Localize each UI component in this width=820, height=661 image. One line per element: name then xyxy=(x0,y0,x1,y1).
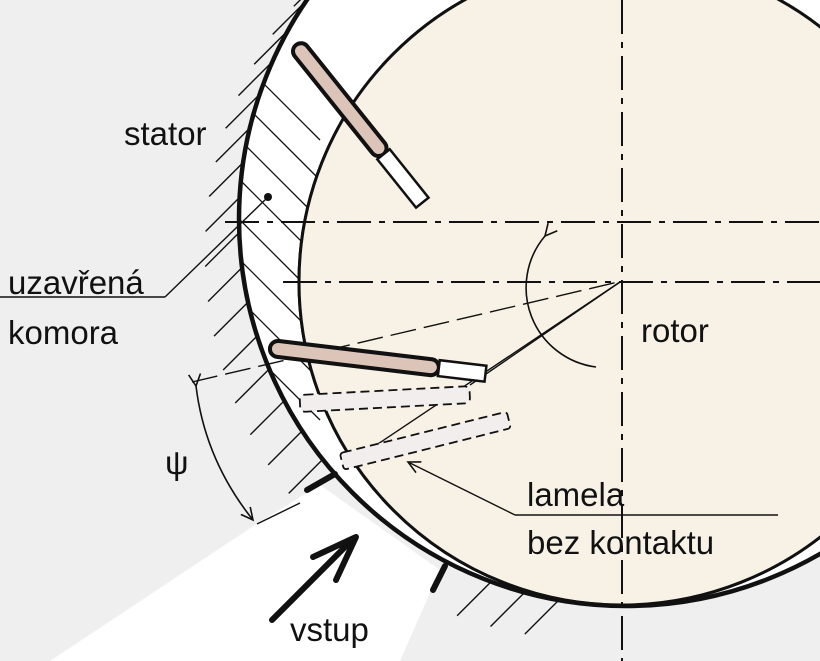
hatch-line xyxy=(204,232,240,268)
hatch-line xyxy=(272,0,308,35)
vane-no-contact-label-line1: lamela xyxy=(527,476,625,513)
hatch-line xyxy=(207,267,243,302)
vane-no-contact xyxy=(339,411,512,471)
hatch-line xyxy=(234,368,270,404)
angle-psi-label: ψ xyxy=(165,444,189,481)
rotation-arrow xyxy=(525,236,597,368)
hatch-line xyxy=(253,29,289,65)
hatch-line xyxy=(213,301,249,337)
chamber-marker-dot xyxy=(264,193,272,201)
hatch-line xyxy=(249,400,285,436)
stator-label: stator xyxy=(124,115,207,152)
hatch-line xyxy=(524,599,560,635)
vane-lower xyxy=(267,338,488,384)
closed-chamber-label-line2: komora xyxy=(8,314,119,351)
hatch-line xyxy=(222,335,258,371)
inlet-edge-mark xyxy=(304,471,338,493)
inlet-arrowhead xyxy=(310,534,359,583)
hatch-line xyxy=(215,127,251,163)
hatch-line xyxy=(208,161,244,197)
hatch-line xyxy=(225,93,261,129)
hatch-line xyxy=(293,0,302,7)
rotor-label: rotor xyxy=(641,312,709,349)
hatch-line xyxy=(288,458,324,494)
inlet-edge-mark xyxy=(430,563,448,593)
angle-arc xyxy=(196,386,253,520)
stator-outline xyxy=(236,0,820,609)
hatch-line xyxy=(205,196,241,232)
inlet-label: vstup xyxy=(290,611,369,648)
vane-upper xyxy=(291,41,431,210)
vane-no-contact-label-line2: bez kontaktu xyxy=(527,524,715,561)
inlet-arrow xyxy=(269,539,353,623)
hatch-line xyxy=(456,581,492,617)
inlet-port-region xyxy=(50,485,440,661)
hatch-line xyxy=(267,430,303,466)
hatch-line xyxy=(490,591,526,627)
vane-no-contact xyxy=(298,385,471,413)
leader-lines xyxy=(0,196,778,516)
hatch-line xyxy=(237,61,273,97)
center-lines xyxy=(225,0,820,661)
closed-chamber-label-line1: uzavřená xyxy=(8,264,144,301)
